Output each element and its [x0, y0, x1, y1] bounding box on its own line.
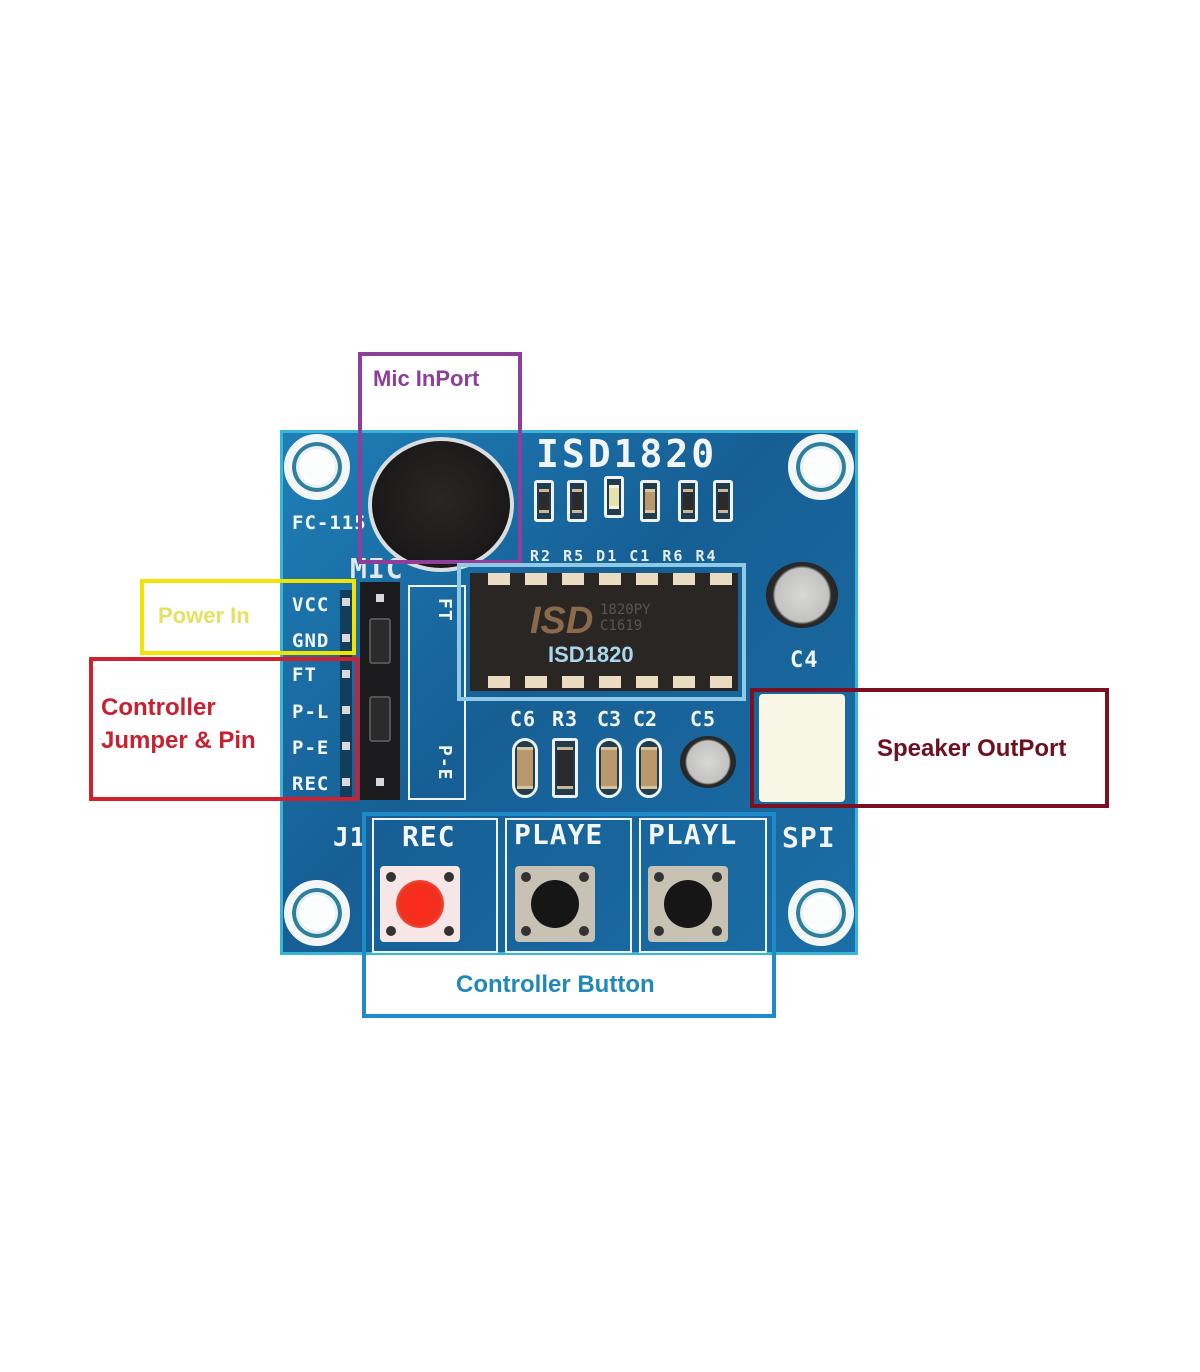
- capacitor-c1: [640, 480, 660, 522]
- header-label-p-e: P-E: [292, 737, 330, 759]
- jumper-header-block: [360, 582, 400, 800]
- annotation-label-speaker-outport: Speaker OutPort: [877, 735, 1067, 762]
- capacitor-c3: [596, 738, 622, 798]
- header-pin[interactable]: [342, 778, 350, 786]
- header-label-ft: FT: [292, 664, 317, 686]
- chip-pin: [488, 676, 510, 688]
- top-components-silkscreen: R2 R5 D1 C1 R6 R4: [530, 547, 718, 565]
- annotation-power-in: [140, 579, 356, 655]
- annotation-controller-jumper-pin: [89, 657, 359, 801]
- chip-pin: [710, 573, 732, 585]
- jumper-label-ft: FT: [434, 598, 455, 622]
- annotation-label-mic-inport: Mic InPort: [373, 366, 480, 391]
- board-model-silkscreen: ISD1820: [536, 432, 718, 476]
- annotation-mic-inport: [358, 352, 522, 564]
- module-code-silkscreen: FC-115: [292, 512, 367, 534]
- header-pin[interactable]: [342, 706, 350, 714]
- resistor-r3: [552, 738, 578, 798]
- chip-logo-marking: ISD: [530, 600, 594, 642]
- speaker-connector[interactable]: [759, 694, 845, 802]
- spi-silkscreen: SPI: [782, 821, 836, 854]
- mounting-hole-top-left: [284, 434, 350, 500]
- c2-silkscreen: C2: [633, 707, 658, 731]
- annotation-label-line: Controller: [101, 694, 216, 721]
- chip-pin: [525, 676, 547, 688]
- jumper-pin[interactable]: [376, 594, 384, 602]
- rec-button-outline: [372, 818, 498, 953]
- resistor-r4: [713, 480, 733, 522]
- jumper-ft[interactable]: [369, 618, 391, 664]
- chip-part-number: 1820PY: [600, 602, 651, 618]
- annotation-label-isd1820: ISD1820: [548, 642, 634, 667]
- chip-pin: [488, 573, 510, 585]
- chip-batch-code: C1619: [600, 618, 643, 634]
- isd1820-chip: [470, 573, 738, 691]
- playl-button-outline: [639, 818, 767, 953]
- annotation-label-controller-jumper-pin: Controller Jumper & Pin: [101, 691, 256, 757]
- chip-pin: [710, 676, 732, 688]
- resistor-r2: [534, 480, 554, 522]
- chip-part-marking: 1820PY C1619: [600, 602, 651, 634]
- chip-pin: [562, 573, 584, 585]
- chip-pin: [636, 676, 658, 688]
- resistor-r6: [678, 480, 698, 522]
- chip-pin: [673, 573, 695, 585]
- header-pin[interactable]: [342, 670, 350, 678]
- c6-silkscreen: C6: [510, 707, 537, 731]
- header-label-gnd: GND: [292, 630, 330, 652]
- rec-button[interactable]: [380, 866, 460, 942]
- chip-pin: [562, 676, 584, 688]
- playl-button-cap[interactable]: [664, 880, 712, 928]
- header-label-vcc: VCC: [292, 594, 330, 616]
- mounting-hole-bottom-left: [284, 880, 350, 946]
- chip-pin: [673, 676, 695, 688]
- chip-pin: [599, 676, 621, 688]
- chip-pin: [599, 573, 621, 585]
- capacitor-c4: [766, 562, 838, 628]
- resistor-r5: [567, 480, 587, 522]
- jumper-label-p-e: P-E: [434, 745, 455, 781]
- jumper-p-e[interactable]: [369, 696, 391, 742]
- c5-silkscreen: C5: [690, 707, 717, 731]
- chip-pin: [636, 573, 658, 585]
- header-pin[interactable]: [342, 634, 350, 642]
- annotation-isd1820-chip: [457, 563, 746, 701]
- playl-button[interactable]: [648, 866, 728, 942]
- jumper-pin[interactable]: [376, 778, 384, 786]
- rec-button-label: REC: [402, 820, 456, 853]
- header-pin[interactable]: [342, 598, 350, 606]
- microphone: [368, 437, 514, 572]
- c4-silkscreen: C4: [790, 648, 819, 673]
- jumper-outline: [408, 585, 466, 800]
- annotation-label-power-in: Power In: [158, 603, 250, 628]
- mounting-hole-bottom-right: [788, 880, 854, 946]
- mounting-hole-top-right: [788, 434, 854, 500]
- playe-button[interactable]: [515, 866, 595, 942]
- annotation-speaker-outport: [750, 688, 1109, 808]
- playe-button-cap[interactable]: [531, 880, 579, 928]
- r3-silkscreen: R3: [552, 707, 579, 731]
- annotation-controller-button: [362, 812, 776, 1018]
- annotation-label-controller-button: Controller Button: [456, 971, 655, 998]
- chip-pin: [525, 573, 547, 585]
- header-pin[interactable]: [342, 742, 350, 750]
- header-label-rec: REC: [292, 773, 330, 795]
- header-label-p-l: P-L: [292, 701, 330, 723]
- capacitor-c6: [512, 738, 538, 798]
- playl-button-label: PLAYL: [648, 818, 738, 851]
- playe-button-outline: [505, 818, 632, 953]
- c3-silkscreen: C3: [597, 707, 622, 731]
- annotation-label-line: Jumper & Pin: [101, 727, 256, 754]
- capacitor-c2: [636, 738, 662, 798]
- rec-button-cap[interactable]: [396, 880, 444, 928]
- playe-button-label: PLAYE: [514, 818, 604, 851]
- led-d1: [604, 476, 624, 518]
- j1-silkscreen: J1: [333, 823, 367, 853]
- capacitor-c5: [680, 736, 736, 788]
